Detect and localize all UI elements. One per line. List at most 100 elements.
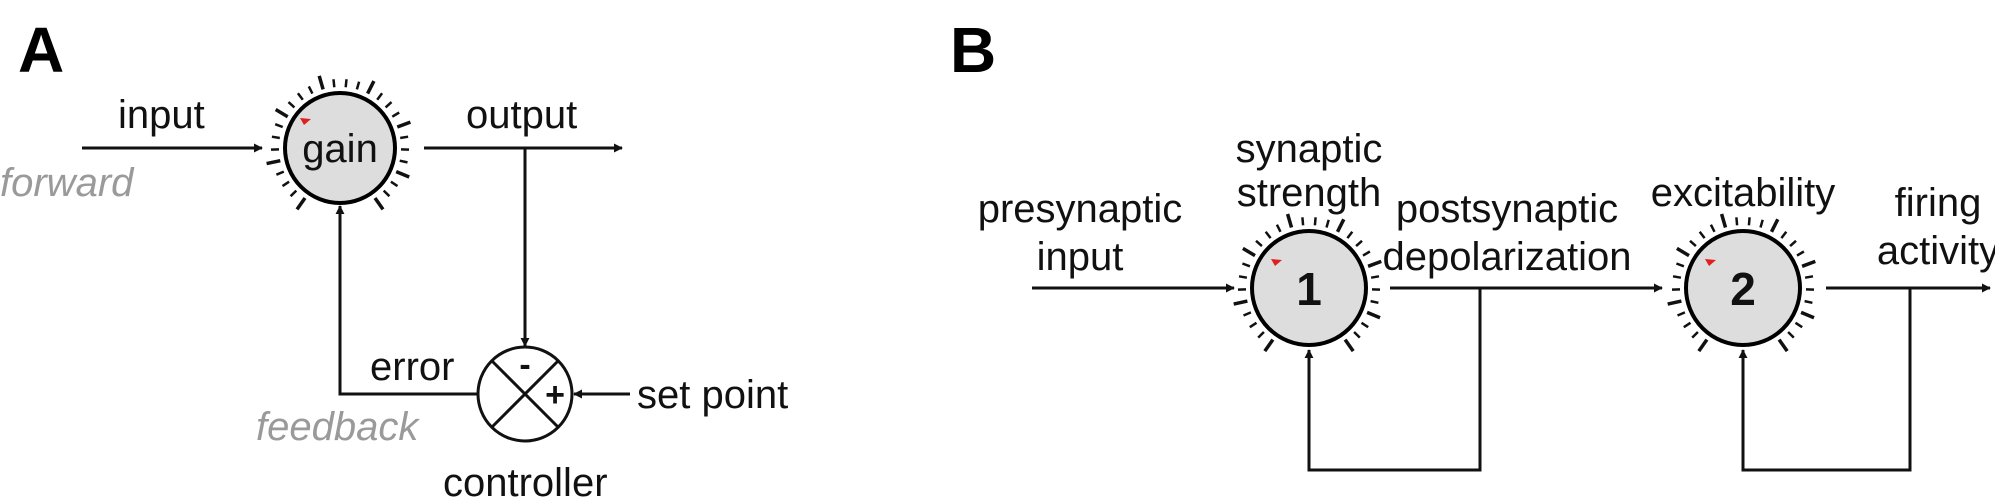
dial-tick — [1667, 299, 1682, 306]
dial-tick — [275, 170, 285, 176]
dial-tick — [1676, 246, 1690, 258]
dial-tick — [396, 120, 412, 129]
panel-a-letter: A — [18, 14, 64, 86]
dial-tick — [1362, 250, 1371, 257]
dial-tick — [1238, 275, 1248, 279]
dial-tick — [1777, 338, 1789, 353]
dial-tick — [1796, 250, 1805, 257]
dial-tick — [296, 92, 304, 101]
dial-tick — [355, 81, 361, 90]
panel-b-letter: B — [950, 14, 996, 86]
panel-a: A input forward gain output - + set poin… — [0, 14, 788, 504]
knob-1-number: 1 — [1296, 263, 1322, 315]
dial-tick — [1804, 299, 1813, 305]
dial-tick — [287, 101, 296, 109]
dial-tick — [266, 158, 281, 166]
dial-tick — [289, 189, 298, 198]
synaptic-label-1: synaptic — [1236, 127, 1383, 171]
controller-label: controller — [443, 461, 608, 504]
dial-tick — [1735, 217, 1739, 226]
knob-1-ticks — [1233, 213, 1382, 353]
dial-tick — [1697, 338, 1709, 353]
presynaptic-label-1: presynaptic — [978, 187, 1183, 231]
knob-1: 1 — [1233, 213, 1382, 353]
dial-tick — [1325, 219, 1330, 228]
dial-tick — [1355, 239, 1363, 248]
synaptic-label-2: strength — [1237, 171, 1382, 215]
dial-tick — [1249, 321, 1258, 329]
dial-tick — [1241, 262, 1251, 268]
dial-tick — [382, 189, 391, 198]
dial-tick — [1255, 239, 1263, 248]
dial-tick — [1794, 321, 1803, 329]
dial-tick — [274, 123, 284, 129]
feedback-label: feedback — [256, 405, 420, 449]
knob-2-indicator — [1705, 259, 1716, 266]
dial-tick — [1370, 299, 1379, 305]
dial-tick — [1801, 259, 1816, 268]
knob-2-ticks — [1667, 213, 1816, 353]
output-label: output — [466, 93, 577, 137]
set-point-label: set point — [637, 373, 788, 417]
dial-tick — [373, 196, 385, 211]
dial-tick — [1698, 230, 1706, 239]
dial-tick — [366, 80, 376, 95]
dial-tick — [274, 107, 289, 119]
dial-tick — [332, 79, 336, 88]
dial-tick — [307, 85, 314, 95]
firing-label-1: firing — [1895, 181, 1982, 225]
dial-tick — [1335, 218, 1346, 233]
dial-tick — [1683, 321, 1692, 329]
dial-tick — [1370, 275, 1380, 279]
dial-tick — [1353, 331, 1361, 339]
dial-tick — [1672, 275, 1682, 279]
dial-tick — [1233, 299, 1248, 306]
dial-tick — [1689, 239, 1697, 248]
forward-label: forward — [0, 161, 135, 205]
dial-tick — [399, 135, 409, 140]
dial-tick — [376, 92, 384, 101]
dial-tick — [344, 79, 348, 88]
dial-tick — [384, 101, 393, 109]
dial-tick — [390, 180, 399, 188]
excitability-label: excitability — [1651, 171, 1836, 215]
error-feedback-arrow — [335, 205, 478, 396]
knob-1-indicator — [1271, 259, 1282, 266]
dial-tick — [1263, 338, 1275, 353]
dial-tick — [1242, 246, 1256, 258]
panel-b: B presynaptic input synaptic strength 1 … — [950, 14, 1995, 472]
dial-tick — [1257, 331, 1265, 339]
dial-tick — [1747, 217, 1751, 226]
feedback-loop-2-arrow — [1738, 288, 1912, 472]
gain-knob-ticks — [266, 75, 412, 211]
dial-tick — [1677, 311, 1686, 317]
dial-tick — [1301, 217, 1305, 226]
controller-cross-2 — [490, 359, 560, 429]
dial-tick — [399, 159, 408, 164]
plus-sign: + — [545, 376, 565, 414]
firing-label-2: activity — [1877, 229, 1995, 273]
dial-tick — [1789, 239, 1797, 248]
input-label: input — [118, 93, 205, 137]
knob-2: 2 — [1667, 213, 1816, 353]
dial-tick — [1759, 219, 1764, 228]
dial-tick — [1366, 310, 1381, 320]
dial-tick — [1675, 262, 1685, 268]
dial-tick — [1804, 275, 1814, 279]
controller: - + — [476, 345, 574, 443]
dial-tick — [1343, 338, 1355, 353]
dial-tick — [391, 111, 400, 118]
dial-tick — [281, 180, 290, 188]
knob-1-body — [1250, 229, 1368, 347]
dial-tick — [1787, 331, 1795, 339]
dial-tick — [1800, 310, 1815, 320]
dial-tick — [1769, 218, 1780, 233]
gain-label: gain — [302, 127, 378, 171]
dial-tick — [1264, 230, 1272, 239]
feedback-loop-1-arrow — [1304, 288, 1482, 472]
dial-tick — [1719, 213, 1728, 228]
gain-knob-body — [283, 91, 397, 205]
postsynaptic-label-2: depolarization — [1382, 235, 1631, 279]
dial-tick — [1275, 224, 1282, 233]
